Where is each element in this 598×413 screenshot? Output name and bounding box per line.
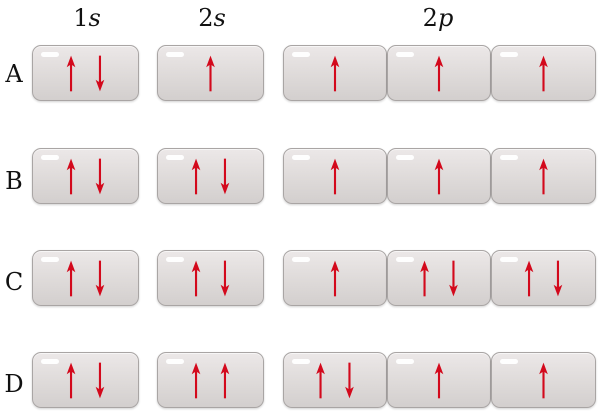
- orbital-box-d-1s: [32, 352, 139, 408]
- spin-down-arrow: [220, 158, 230, 195]
- spin-down-arrow: [449, 260, 458, 297]
- orbital-box-a-1s: [32, 45, 139, 101]
- orbital-box-d-2p-y: [387, 352, 491, 408]
- spin-up-arrow: [191, 158, 201, 195]
- orbital-box-b-2p-z: [491, 148, 596, 204]
- orbital-box-c-2p-z: [491, 250, 596, 306]
- spin-up-arrow: [539, 158, 548, 195]
- spin-up-arrow: [330, 158, 340, 195]
- spin-down-arrow: [95, 260, 105, 297]
- header-1s: 1s: [73, 4, 101, 32]
- spin-up-arrow: [539, 362, 548, 399]
- orbital-box-d-2p-x: [283, 352, 387, 408]
- spin-up-arrow: [66, 158, 76, 195]
- spin-up-arrow: [434, 158, 444, 195]
- spin-up-arrow: [420, 260, 429, 297]
- spin-up-arrow: [434, 55, 444, 92]
- spin-up-arrow: [316, 362, 325, 399]
- orbital-box-a-2s: [157, 45, 264, 101]
- spin-down-arrow: [220, 260, 230, 297]
- spin-down-arrow: [345, 362, 354, 399]
- spin-up-arrow: [191, 260, 201, 297]
- row-label-d: D: [4, 370, 24, 398]
- spin-up-arrow: [66, 362, 76, 399]
- orbital-box-b-2s: [157, 148, 264, 204]
- orbital-box-b-2p-x: [283, 148, 387, 204]
- orbital-box-d-2s: [157, 352, 264, 408]
- spin-up-arrow: [66, 55, 76, 92]
- orbital-box-c-2p-y: [387, 250, 491, 306]
- spin-up-arrow: [191, 362, 201, 399]
- orbital-box-a-2p-y: [387, 45, 491, 101]
- header-2s: 2s: [198, 4, 226, 32]
- orbital-box-c-2p-x: [283, 250, 387, 306]
- orbital-box-b-2p-y: [387, 148, 491, 204]
- orbital-box-a-2p-x: [283, 45, 387, 101]
- spin-down-arrow: [95, 55, 105, 92]
- orbital-box-b-1s: [32, 148, 139, 204]
- row-label-a: A: [5, 60, 23, 88]
- spin-up-arrow: [206, 55, 215, 92]
- spin-up-arrow: [539, 55, 548, 92]
- spin-up-arrow: [220, 362, 230, 399]
- orbital-box-d-2p-z: [491, 352, 596, 408]
- spin-up-arrow: [330, 55, 340, 92]
- row-label-b: B: [5, 167, 23, 195]
- spin-up-arrow: [330, 260, 340, 297]
- spin-down-arrow: [553, 260, 563, 297]
- spin-up-arrow: [434, 362, 444, 399]
- header-2p: 2p: [422, 4, 454, 32]
- spin-down-arrow: [95, 158, 105, 195]
- row-label-c: C: [4, 268, 24, 296]
- orbital-box-c-2s: [157, 250, 264, 306]
- spin-down-arrow: [95, 362, 105, 399]
- orbital-box-c-1s: [32, 250, 139, 306]
- spin-up-arrow: [524, 260, 534, 297]
- orbital-box-a-2p-z: [491, 45, 596, 101]
- spin-up-arrow: [66, 260, 76, 297]
